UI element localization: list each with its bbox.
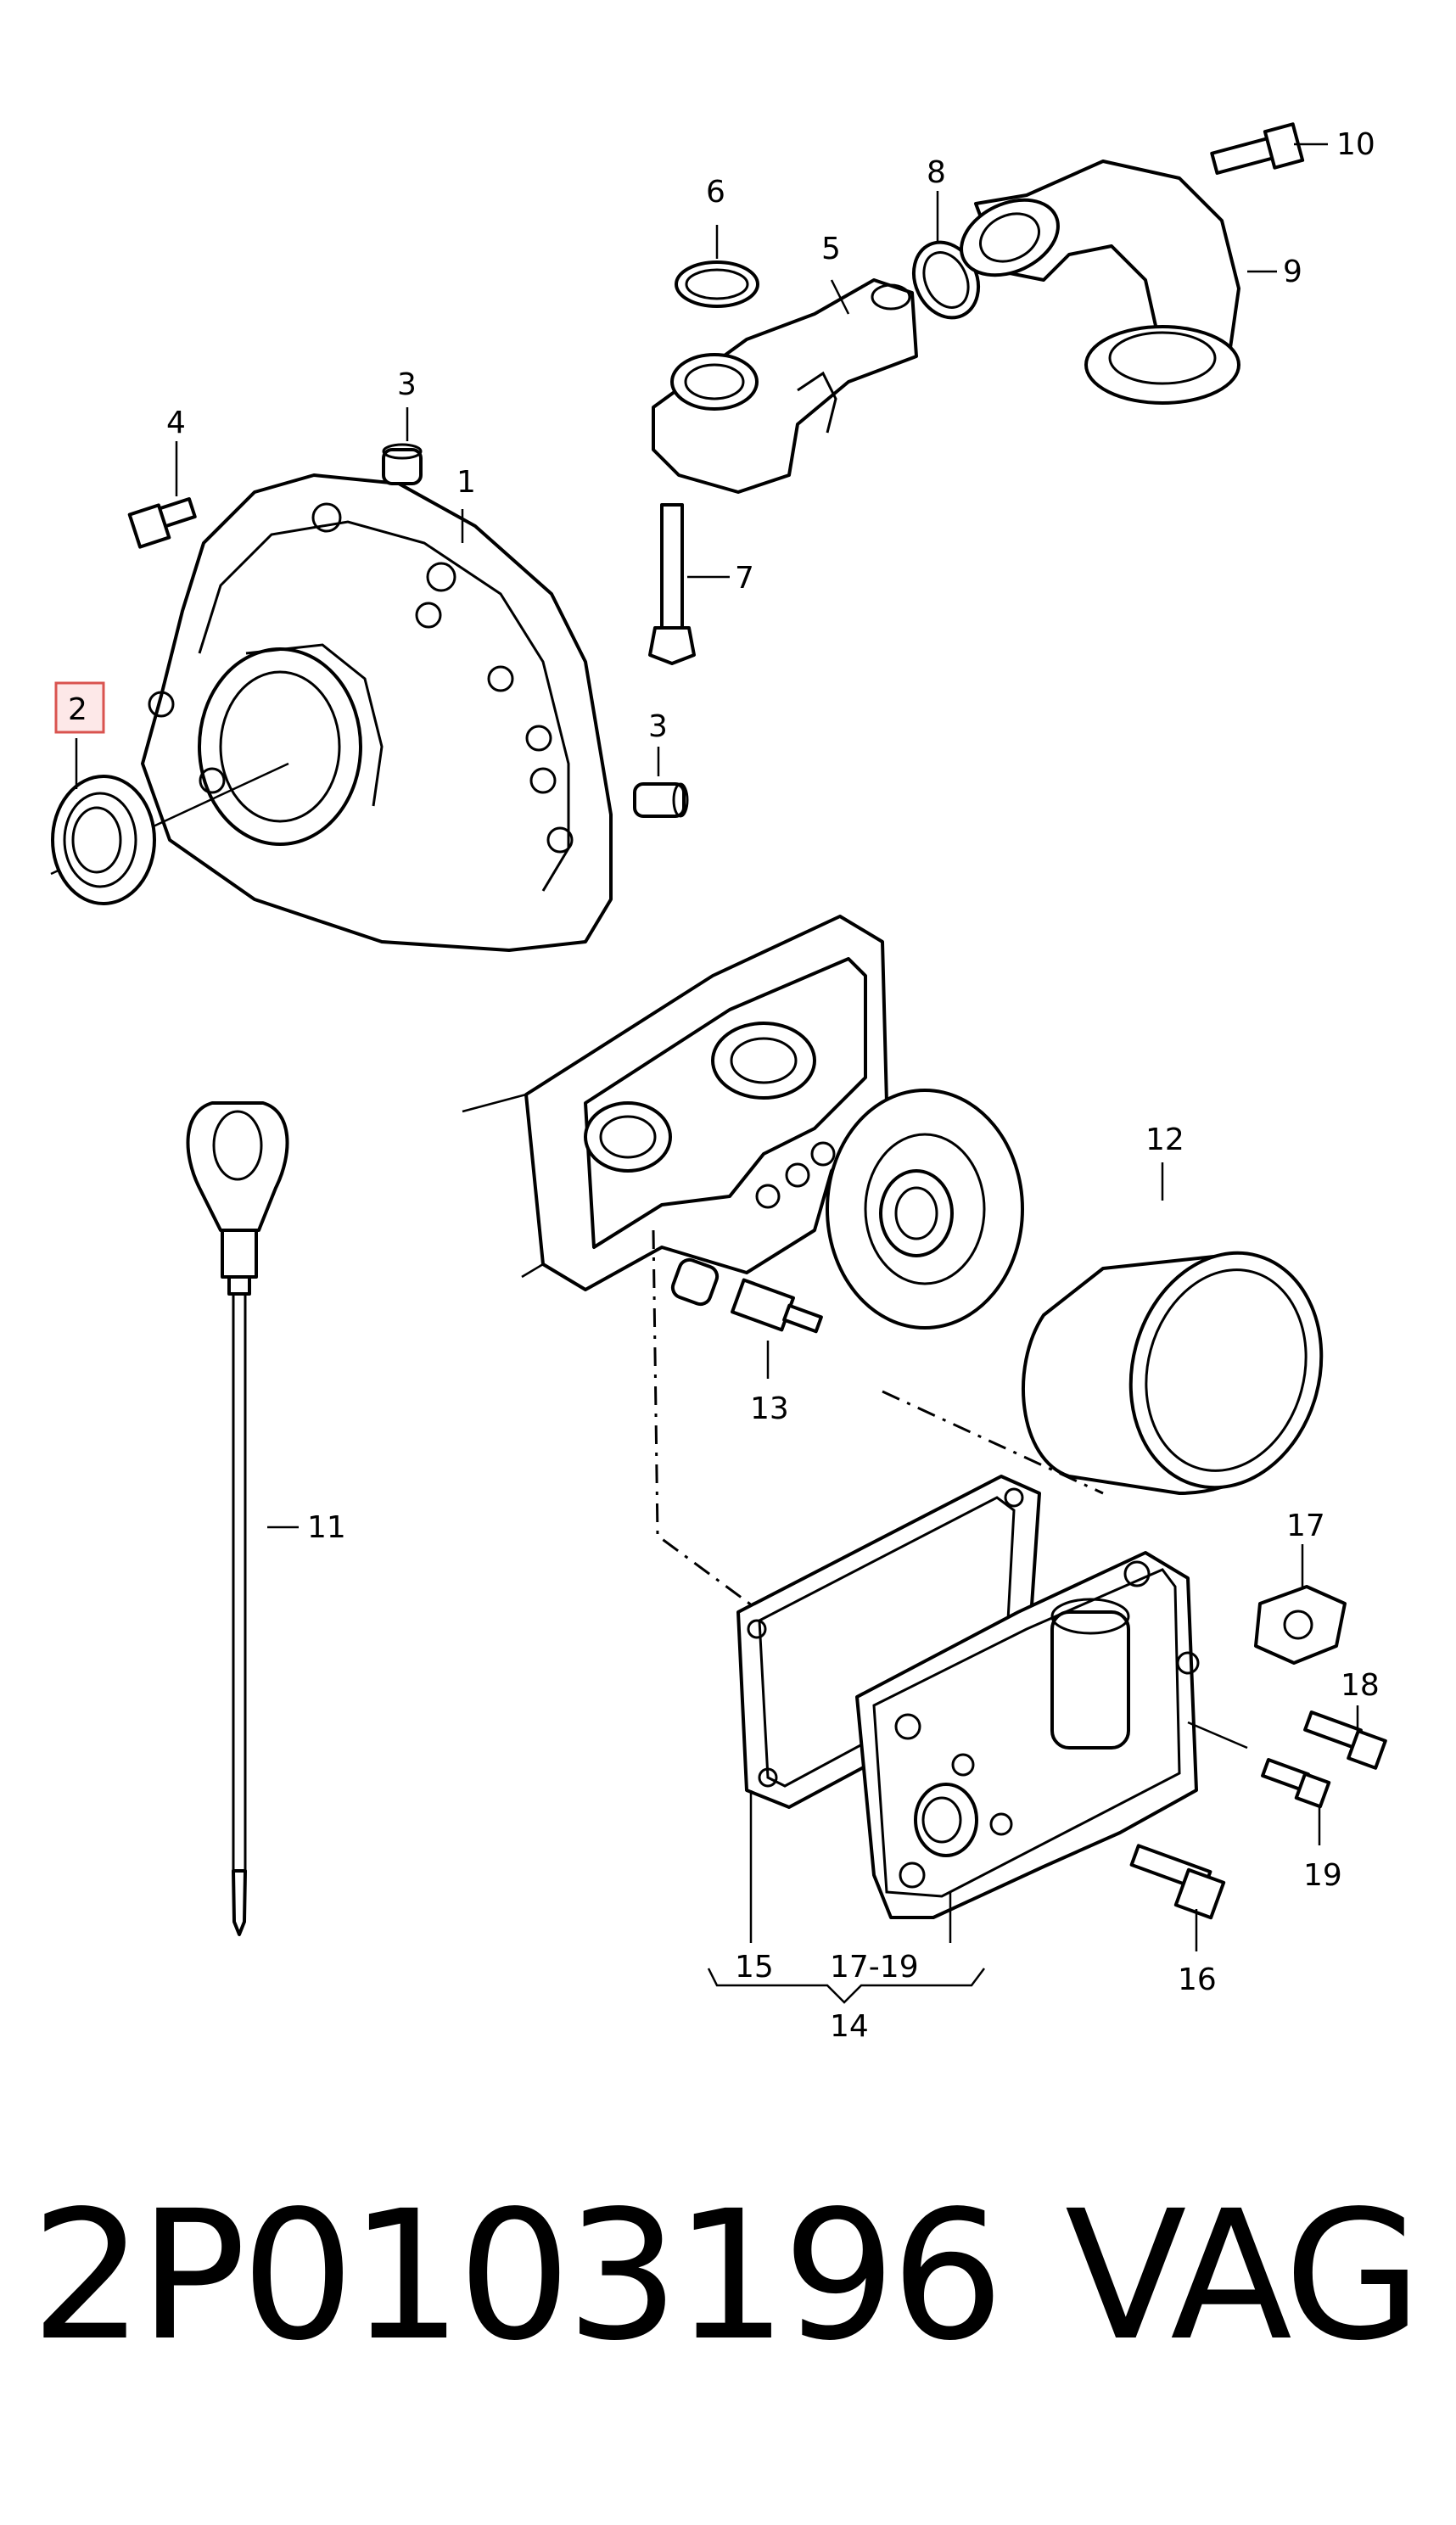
callout-9[interactable]: 9 [1283, 255, 1302, 289]
callout-11[interactable]: 11 [307, 1510, 346, 1545]
part-fitting-5 [652, 278, 918, 494]
part-filter-housing [462, 915, 888, 1291]
callout-8[interactable]: 8 [927, 155, 946, 190]
callout-6[interactable]: 6 [706, 175, 725, 210]
callout-18[interactable]: 18 [1341, 1668, 1380, 1703]
callout-3-upper[interactable]: 3 [397, 367, 417, 402]
part-front-cover [50, 473, 613, 952]
part-dipstick-11 [186, 1101, 289, 1936]
part-o-ring-6 [675, 260, 759, 308]
callout-2[interactable]: 2 [68, 692, 87, 727]
part-dowel-sleeve-upper [382, 443, 423, 485]
brand-name: VAG [1065, 2172, 1422, 2380]
callout-19[interactable]: 19 [1303, 1858, 1342, 1893]
leader-lines [75, 143, 1359, 2004]
part-gasket-17 [1254, 1585, 1347, 1665]
part-dowel-sleeve-lower [633, 782, 689, 818]
callout-3-lower[interactable]: 3 [648, 709, 668, 744]
part-oil-cooler-14 [855, 1551, 1248, 1919]
callout-1[interactable]: 1 [456, 465, 476, 500]
part-filter-element-12 [1022, 1251, 1324, 1495]
assembly-centerline-2 [882, 1390, 1104, 1495]
callout-17[interactable]: 17 [1286, 1509, 1325, 1543]
callout-13[interactable]: 13 [750, 1391, 789, 1426]
part-seal-ring [51, 775, 156, 905]
callout-7[interactable]: 7 [735, 561, 754, 596]
callout-2-highlight[interactable] [54, 681, 105, 734]
part-number: 2P0103196 [31, 2172, 1005, 2380]
callout-12[interactable]: 12 [1145, 1123, 1184, 1157]
part-elbow-pipe-9 [960, 160, 1240, 405]
part-bolt-10 [1210, 122, 1305, 175]
part-bolt-16 [1129, 1844, 1226, 1920]
part-filter-cover [826, 1089, 1024, 1330]
callout-16[interactable]: 16 [1178, 1962, 1217, 1997]
callout-17-19[interactable]: 17-19 [830, 1950, 919, 1985]
part-bolt-19 [1261, 1758, 1331, 1809]
callout-4[interactable]: 4 [166, 406, 186, 440]
callout-14[interactable]: 14 [830, 2009, 869, 2044]
part-bolt-18 [1303, 1710, 1387, 1770]
callout-5[interactable]: 5 [821, 232, 841, 266]
part-bolt-4 [127, 497, 197, 549]
part-bolt-7 [648, 503, 696, 665]
part-number-footer: 2P0103196 VAG [0, 2172, 1456, 2393]
callout-10[interactable]: 10 [1336, 127, 1375, 162]
callout-15[interactable]: 15 [735, 1950, 774, 1985]
part-sensor-13 [670, 1257, 823, 1334]
